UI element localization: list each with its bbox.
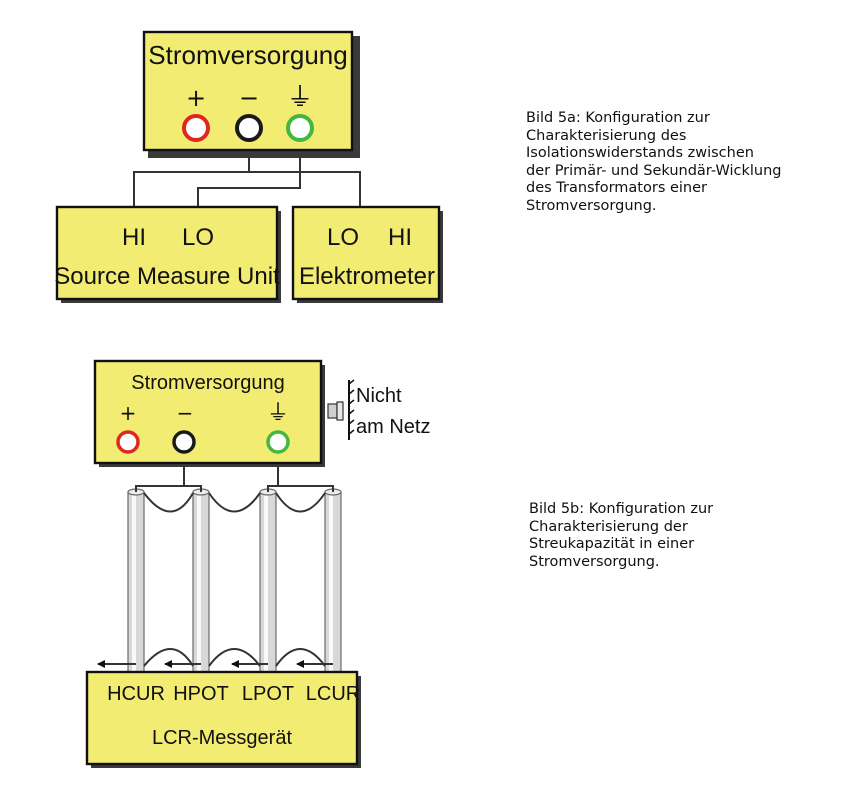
caption-5a-line: der Primär- und Sekundär-Wicklung — [526, 162, 782, 179]
plug-note-line1: Nicht — [356, 385, 402, 407]
smu-hi-label: HI — [122, 224, 146, 251]
caption-5b: Bild 5b: Konfiguration zur Charakterisie… — [529, 501, 713, 571]
ground-terminal — [286, 114, 314, 142]
smu-name: Source Measure Unit — [54, 263, 280, 290]
caption-5a-line: Bild 5a: Konfiguration zur — [526, 110, 710, 126]
unplugged-icon — [327, 379, 355, 440]
power-supply-title-5b: Stromversorgung — [131, 372, 284, 394]
lcr-meter-name: LCR-Messgerät — [152, 727, 292, 749]
electrometer-box: LO HI Elektrometer — [291, 205, 443, 303]
smu-lo-label: LO — [182, 224, 214, 251]
electrometer-name: Elektrometer — [299, 263, 435, 290]
terminal-label-lpot: LPOT — [242, 683, 294, 705]
lcr-meter-box: HCUR HPOT LPOT LCUR LCR-Messgerät — [85, 670, 361, 768]
ground-symbol-5b: ⏚ — [267, 401, 289, 426]
ground-terminal-5b — [266, 430, 290, 454]
coax-cables — [127, 488, 342, 683]
caption-5a: Bild 5a: Konfiguration zur Charakterisie… — [526, 110, 782, 215]
wiring-5b-bottom — [97, 648, 333, 668]
plug-note-line2: am Netz — [356, 416, 430, 438]
negative-terminal-5b — [172, 430, 196, 454]
cable-lcur — [324, 488, 342, 683]
negative-terminal — [235, 114, 263, 142]
cable-hpot — [192, 488, 210, 683]
minus-symbol: − — [239, 84, 259, 112]
ground-symbol: ⏚ — [287, 83, 313, 113]
electrometer-lo-label: LO — [327, 224, 359, 251]
positive-terminal — [182, 114, 210, 142]
figure-5b: Stromversorgung + − ⏚ Nicht am Netz HC — [85, 359, 430, 768]
wiring-5a — [133, 150, 361, 207]
minus-symbol-5b: − — [177, 401, 194, 425]
positive-terminal-5b — [116, 430, 140, 454]
caption-5a-line: Stromversorgung. — [526, 197, 657, 214]
caption-5b-line: Streukapazität in einer — [529, 536, 695, 552]
smu-box: HI LO Source Measure Unit — [54, 205, 281, 303]
power-supply-title: Stromversorgung — [148, 40, 347, 70]
plus-symbol-5b: + — [120, 401, 137, 425]
caption-5a-line: Charakterisierung des — [526, 127, 687, 144]
terminal-label-hpot: HPOT — [173, 683, 229, 705]
electrometer-hi-label: HI — [388, 224, 412, 251]
caption-5a-line: des Transformators einer — [526, 180, 708, 196]
terminal-label-hcur: HCUR — [107, 683, 165, 705]
caption-5b-line: Stromversorgung. — [529, 553, 660, 570]
cable-lpot — [259, 488, 277, 683]
figure-5a: Stromversorgung + − ⏚ HI LO Source Measu… — [54, 30, 443, 303]
terminal-label-lcur: LCUR — [306, 683, 360, 705]
caption-5b-line: Bild 5b: Konfiguration zur — [529, 501, 714, 517]
power-supply-box-5a: Stromversorgung + − ⏚ — [142, 30, 360, 158]
wiring-5b-top — [135, 459, 334, 513]
plus-symbol: + — [186, 84, 206, 112]
power-supply-box-5b: Stromversorgung + − ⏚ — [93, 359, 325, 467]
cable-hcur — [127, 488, 145, 683]
caption-5b-line: Charakterisierung der — [529, 518, 688, 535]
caption-5a-line: Isolationswiderstands zwischen — [526, 145, 754, 161]
